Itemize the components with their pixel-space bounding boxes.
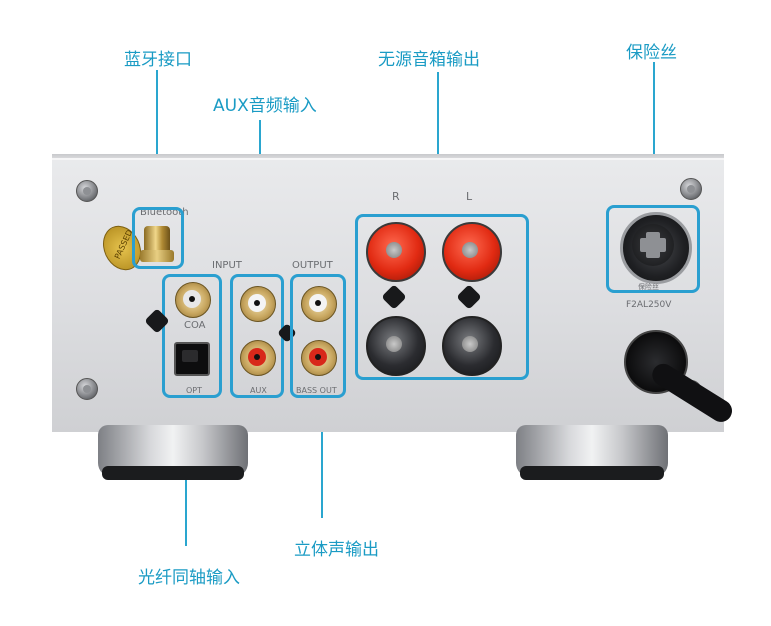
left-foot-base xyxy=(102,466,244,480)
right-foot-base xyxy=(520,466,664,480)
passive-speaker-output-highlight-box xyxy=(355,214,529,380)
speaker-terminal-black-left-center xyxy=(462,336,478,352)
speaker-terminal-red-left-center xyxy=(462,242,478,258)
screw-icon xyxy=(680,178,702,200)
bluetooth-connector-nut xyxy=(140,250,174,262)
screw-icon xyxy=(76,180,98,202)
speaker-terminal-black-right-center xyxy=(386,336,402,352)
output-section-label: OUTPUT xyxy=(292,260,333,271)
coa-label: COA xyxy=(184,320,206,331)
input-section-label: INPUT xyxy=(212,260,242,271)
stereo-output-callout: 立体声输出 xyxy=(294,540,379,560)
optical-port-shutter xyxy=(182,350,198,362)
screw-icon xyxy=(76,378,98,400)
bluetooth-panel-label: Bluetooth xyxy=(140,207,189,218)
aux-jack-red-hole xyxy=(254,354,260,360)
right-channel-label: R xyxy=(392,190,400,203)
speaker-terminal-red-right xyxy=(366,222,426,282)
bass-out-label: BASS OUT xyxy=(296,386,337,395)
passive-speaker-output-callout: 无源音箱输出 xyxy=(378,50,480,70)
passive-out-leader xyxy=(437,72,439,215)
opt-label: OPT xyxy=(186,386,203,395)
left-channel-label: L xyxy=(466,190,473,203)
stereo-out-leader xyxy=(321,398,323,518)
fuse-rating-label: F2AL250V xyxy=(626,300,672,310)
optical-coax-highlight-box xyxy=(162,274,222,398)
aux-input-callout: AUX音频输入 xyxy=(213,96,317,116)
aux-jack-white-hole xyxy=(254,300,260,306)
aux-label: AUX xyxy=(250,386,267,395)
bass-out-jack-white-hole xyxy=(315,300,321,306)
fuse-leader xyxy=(653,62,655,207)
bluetooth-callout: 蓝牙接口 xyxy=(124,50,192,70)
optical-coax-input-callout: 光纤同轴输入 xyxy=(138,568,240,588)
bluetooth-highlight-box xyxy=(132,207,184,269)
fuse-highlight-box xyxy=(606,205,700,293)
stereo-output-highlight-box xyxy=(290,274,346,398)
speaker-terminal-red-right-center xyxy=(386,242,402,258)
bluetooth-leader xyxy=(156,70,158,210)
bass-out-jack-red-hole xyxy=(315,354,321,360)
coaxial-jack-hole xyxy=(189,296,195,302)
fuse-callout: 保险丝 xyxy=(626,43,677,63)
fuse-slot-icon xyxy=(640,238,666,252)
fuse-chinese-label: 保险丝 xyxy=(638,283,659,291)
